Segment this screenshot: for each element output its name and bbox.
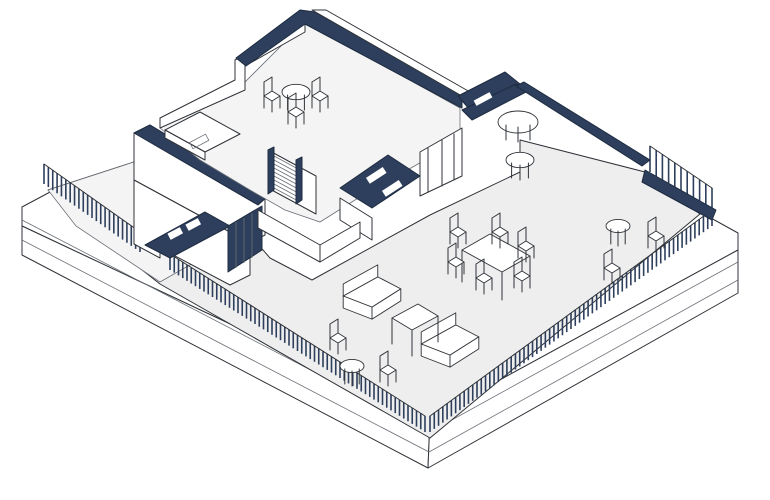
balcony-round-table-small — [505, 151, 535, 181]
fence-back-run — [649, 145, 713, 214]
interior-chair — [287, 92, 305, 129]
perimeter-fence — [43, 145, 713, 432]
sofa-left — [342, 264, 402, 320]
left-annex — [133, 124, 269, 286]
terrace-chair — [647, 216, 665, 253]
interior-block — [159, 9, 527, 263]
side-table — [339, 358, 365, 387]
fence-left-run — [43, 163, 141, 252]
coffee-table — [391, 303, 439, 357]
fence-right-run — [429, 209, 713, 432]
dining-chair — [449, 212, 467, 249]
dining-chair — [491, 212, 509, 249]
right-wall — [515, 81, 717, 221]
staircase — [267, 146, 317, 215]
furniture-layer — [263, 76, 665, 387]
interior-chair — [311, 76, 329, 113]
fence-front-run — [169, 253, 426, 432]
interior-chair — [263, 76, 281, 113]
balcony-round-table — [497, 110, 539, 143]
armchair — [329, 318, 347, 355]
dining-chair — [517, 226, 535, 263]
terrace-chair — [603, 248, 621, 285]
terrace-round-table — [605, 218, 631, 247]
dining-chair — [513, 256, 531, 293]
dining-chair — [447, 242, 465, 279]
armchair — [379, 350, 397, 387]
dining-table-with-chairs — [461, 233, 531, 301]
dining-chair — [475, 258, 493, 295]
